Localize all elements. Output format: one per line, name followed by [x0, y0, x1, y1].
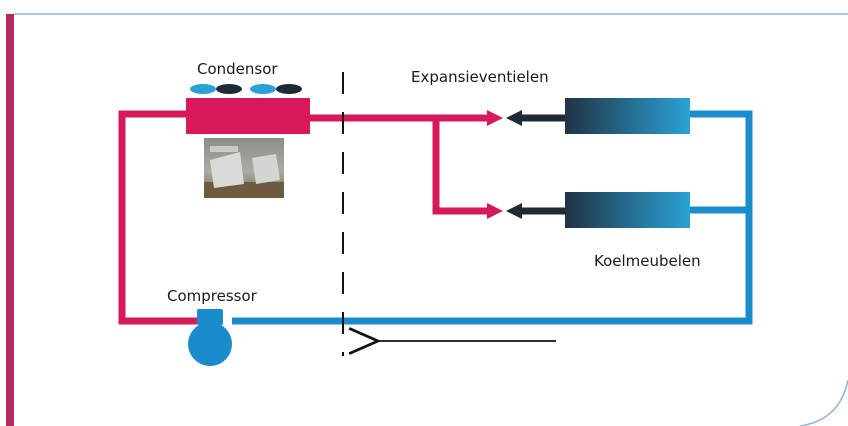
- display-cases-label: Koelmeubelen: [594, 252, 701, 270]
- cold-line: [232, 110, 753, 325]
- left-accent-bar: [6, 14, 14, 426]
- compressor-label: Compressor: [167, 287, 257, 305]
- display-case-top: [565, 98, 690, 134]
- expansion-valve-bottom: [487, 203, 566, 219]
- condensor-label: Condensor: [197, 60, 278, 78]
- condenser-photo: [204, 138, 284, 198]
- expansion-valve-top: [487, 110, 566, 126]
- hot-line: [118, 110, 490, 325]
- condenser-unit: [186, 98, 310, 134]
- compressor-icon: [188, 309, 232, 366]
- display-case-bottom: [565, 192, 690, 228]
- expansion-valves-label: Expansieventielen: [411, 68, 549, 86]
- fan-icon: [190, 84, 302, 94]
- frame-corner: [799, 379, 848, 426]
